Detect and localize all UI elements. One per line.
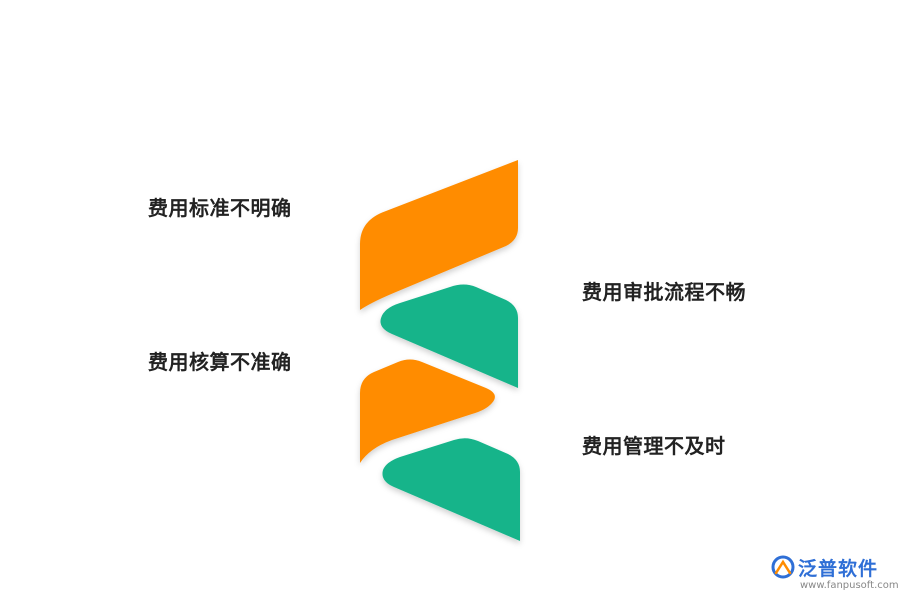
label-fee-approval-not-smooth: 费用审批流程不畅 [582,280,746,304]
brand-name: 泛普软件 [798,558,879,580]
green-block-2 [382,438,520,541]
brand-watermark: 泛普软件 www.fanpusoft.com [770,552,899,596]
fanpu-logo-icon [771,555,795,579]
green-block-1 [380,284,518,388]
label-fee-management-untimely: 费用管理不及时 [582,434,726,458]
label-fee-accounting-inaccurate: 费用核算不准确 [148,350,292,374]
orange-block-2 [360,359,495,463]
label-fee-standard-unclear: 费用标准不明确 [148,196,292,220]
brand-url: www.fanpusoft.com [800,580,899,591]
orange-block-1 [360,160,518,310]
